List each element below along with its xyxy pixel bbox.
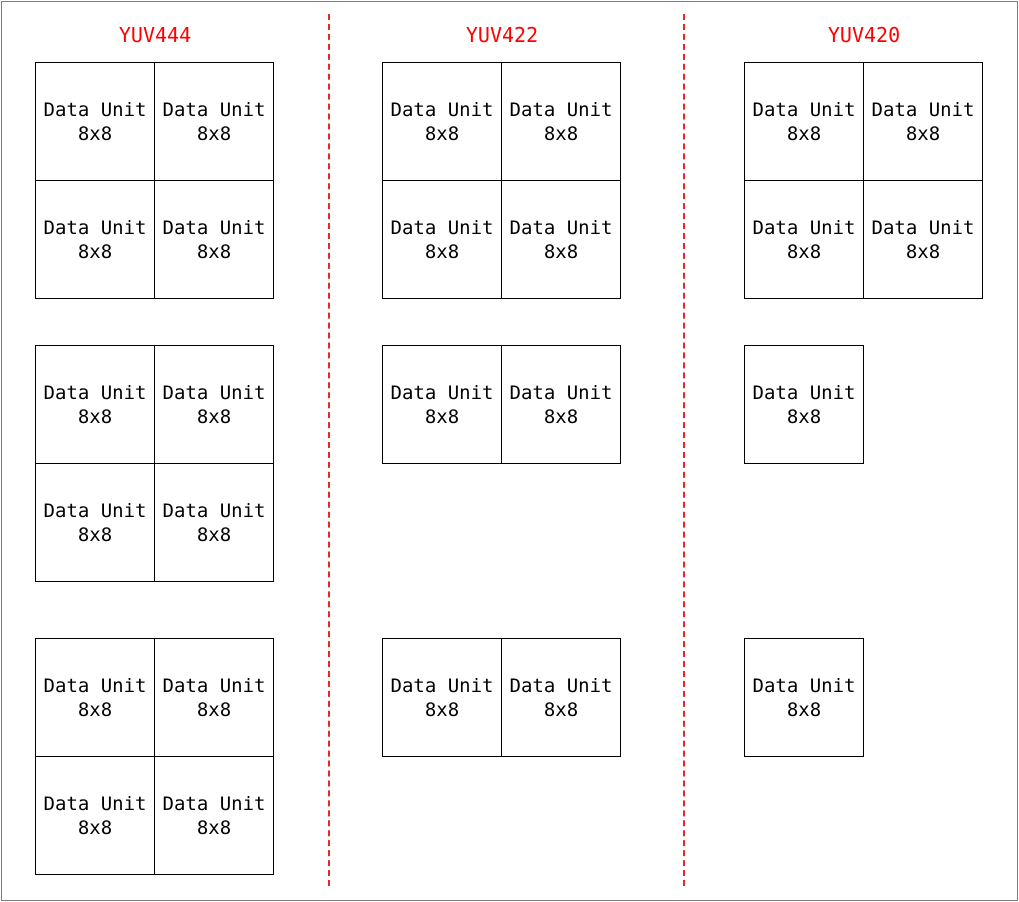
data-unit-label: Data Unit [509, 674, 613, 697]
data-unit-size: 8x8 [77, 523, 113, 546]
data-unit-label: Data Unit [390, 98, 494, 121]
data-unit-label: Data Unit [871, 216, 975, 239]
data-unit-label: Data Unit [43, 792, 147, 815]
data-unit-size: 8x8 [543, 405, 579, 428]
data-unit-label: Data Unit [390, 381, 494, 404]
data-unit-size: 8x8 [543, 240, 579, 263]
data-unit-label: Data Unit [752, 674, 856, 697]
column-title-yuv444: YUV444 [118, 23, 192, 47]
data-unit-label: Data Unit [43, 499, 147, 522]
data-unit-label: Data Unit [752, 98, 856, 121]
data-unit-size: 8x8 [543, 122, 579, 145]
data-unit-size: 8x8 [905, 240, 941, 263]
data-unit-label: Data Unit [752, 216, 856, 239]
data-unit-size: 8x8 [786, 405, 822, 428]
data-unit-size: 8x8 [77, 698, 113, 721]
data-unit-size: 8x8 [424, 122, 460, 145]
data-unit-label: Data Unit [162, 499, 266, 522]
data-unit-size: 8x8 [77, 240, 113, 263]
data-unit-size: 8x8 [196, 405, 232, 428]
data-unit-label: Data Unit [509, 216, 613, 239]
data-unit-size: 8x8 [77, 405, 113, 428]
data-unit-size: 8x8 [786, 698, 822, 721]
dashed-divider [328, 14, 330, 886]
data-unit-label: Data Unit [871, 98, 975, 121]
data-unit-label: Data Unit [752, 381, 856, 404]
data-unit-label: Data Unit [162, 381, 266, 404]
data-unit-label: Data Unit [43, 216, 147, 239]
data-unit-size: 8x8 [424, 240, 460, 263]
data-unit-label: Data Unit [162, 216, 266, 239]
data-unit-size: 8x8 [543, 698, 579, 721]
data-unit-label: Data Unit [390, 216, 494, 239]
data-unit-label: Data Unit [162, 792, 266, 815]
data-unit-label: Data Unit [390, 674, 494, 697]
column-title-yuv420: YUV420 [827, 23, 901, 47]
data-unit-size: 8x8 [196, 523, 232, 546]
data-unit-label: Data Unit [43, 98, 147, 121]
dashed-divider [683, 14, 685, 886]
data-unit-label: Data Unit [43, 381, 147, 404]
data-unit-size: 8x8 [196, 240, 232, 263]
data-unit-label: Data Unit [509, 381, 613, 404]
data-unit-size: 8x8 [424, 405, 460, 428]
data-unit-size: 8x8 [196, 122, 232, 145]
column-title-yuv422: YUV422 [465, 23, 539, 47]
data-unit-label: Data Unit [43, 674, 147, 697]
data-unit-size: 8x8 [196, 816, 232, 839]
data-unit-label: Data Unit [162, 674, 266, 697]
data-unit-size: 8x8 [424, 698, 460, 721]
data-unit-size: 8x8 [905, 122, 941, 145]
data-unit-size: 8x8 [77, 122, 113, 145]
data-unit-size: 8x8 [786, 240, 822, 263]
data-unit-size: 8x8 [77, 816, 113, 839]
data-unit-size: 8x8 [786, 122, 822, 145]
data-unit-label: Data Unit [509, 98, 613, 121]
data-unit-label: Data Unit [162, 98, 266, 121]
data-unit-size: 8x8 [196, 698, 232, 721]
